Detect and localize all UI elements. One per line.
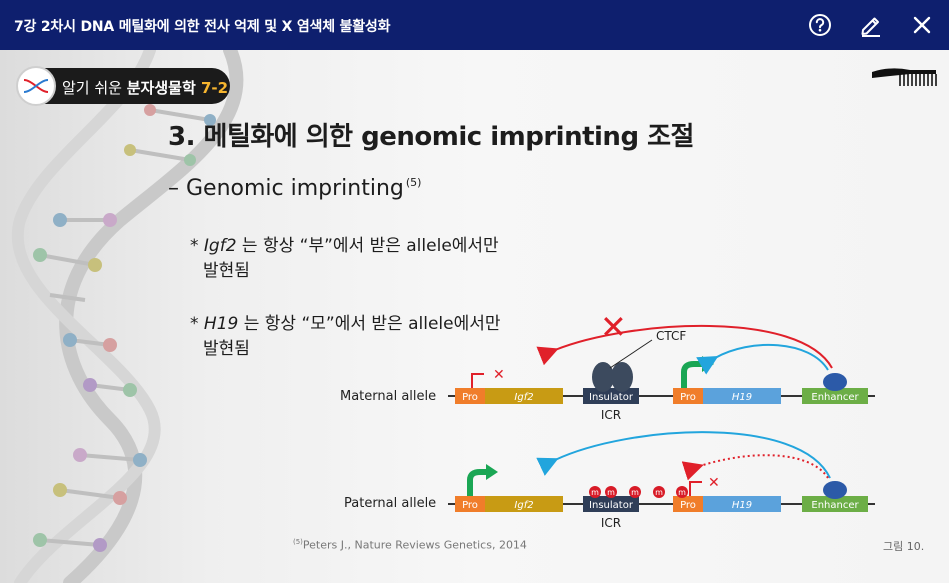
paternal-igf2-active-arrow: [467, 469, 488, 496]
maternal-h19-pro-label: Pro: [680, 392, 696, 403]
maternal-pro-box: [455, 388, 485, 404]
enhancer-to-igf2-arc: [536, 431, 831, 479]
bullet-text: 는 항상 “부”에서 받은 allele에서만: [236, 236, 499, 256]
help-button[interactable]: [806, 11, 834, 39]
enhancer-to-h19-arc: [696, 343, 829, 375]
maternal-h19-box: [703, 388, 781, 404]
methyl-mark-label: m: [655, 488, 663, 497]
maternal-igf2-blocked-arrow: [471, 373, 484, 388]
green-arrowhead-icon: [486, 464, 498, 480]
course-title: 분자생물학: [126, 79, 201, 97]
maternal-icr-label: ICR: [601, 408, 621, 422]
paternal-igf2-box: [485, 496, 563, 512]
bullet-text-line2: 발현됨: [203, 339, 250, 359]
methyl-mark-label: m: [678, 488, 686, 497]
enhancer-to-h19-weak-arc: [681, 454, 829, 481]
subheading-text: – Genomic imprinting: [168, 176, 404, 201]
pencil-icon: [861, 17, 880, 37]
paternal-allele-label: Paternal allele: [344, 496, 436, 511]
bullet-star: *: [190, 236, 199, 256]
maternal-insulator-label: Insulator: [589, 392, 634, 403]
maternal-igf2-label: Igf2: [514, 392, 533, 403]
methyl-mark-label: m: [591, 488, 599, 497]
paternal-icr-label: ICR: [601, 516, 621, 530]
blocked-x-icon: ✕: [493, 367, 505, 383]
slide-heading: 3. 메틸화에 의한 genomic imprinting 조절: [168, 122, 694, 152]
maternal-enhancer-label: Enhancer: [811, 392, 859, 403]
ctcf-label: CTCF: [656, 329, 686, 343]
maternal-allele-label: Maternal allele: [340, 389, 436, 404]
gene-name: Igf2: [203, 236, 237, 256]
paternal-h19-pro-label: Pro: [680, 500, 696, 511]
dna-helix-illustration: [11, 50, 244, 583]
maternal-pro-label: Pro: [462, 392, 478, 403]
methyl-mark: [629, 486, 641, 498]
paternal-h19-label: H19: [732, 500, 752, 511]
citation-reference: (5): [293, 538, 303, 546]
methyl-mark-label: m: [607, 488, 615, 497]
paternal-pro-label: Pro: [462, 500, 478, 511]
green-arrowhead-icon: [702, 356, 714, 372]
paternal-enhancer-label: Enhancer: [811, 500, 859, 511]
imprinting-diagram: Maternal allele Pro Igf2 Insulator ICR P…: [340, 308, 875, 530]
enhancer-protein-icon: [823, 481, 847, 499]
bullet-text: 는 항상 “모”에서 받은 allele에서만: [238, 314, 501, 334]
bullet-igf2: * Igf2 는 항상 “부”에서 받은 allele에서만 발현됨: [190, 234, 499, 284]
window-title: 7강 2차시 DNA 메틸화에 의한 전사 억제 및 X 염색체 불활성화: [14, 19, 391, 35]
paternal-h19-blocked-arrow: [689, 481, 702, 496]
course-logo-icon: [16, 66, 56, 106]
paternal-enhancer-box: [802, 496, 868, 512]
course-prefix: 알기 쉬운: [62, 79, 127, 97]
bullet-text-line2: 발현됨: [203, 261, 250, 281]
bullet-h19: * H19 는 항상 “모”에서 받은 allele에서만 발현됨: [190, 312, 501, 362]
methylation-marks: m m m m m: [589, 486, 688, 498]
maternal-insulator-box: [583, 388, 639, 404]
gene-name: H19: [203, 314, 239, 334]
paternal-h19-box: [703, 496, 781, 512]
ctcf-pointer: [609, 339, 653, 369]
maternal-igf2-box: [485, 388, 563, 404]
paternal-pro-box: [455, 496, 485, 512]
citation: (5)Peters J., Nature Reviews Genetics, 2…: [293, 538, 527, 552]
enhancer-to-igf2-blocked-arc: [536, 325, 833, 369]
course-name: 알기 쉬운 분자생물학 7-2: [62, 77, 228, 98]
large-blocked-x-icon: ✕: [600, 308, 627, 346]
title-bar: 7강 2차시 DNA 메틸화에 의한 전사 억제 및 X 염색체 불활성화: [0, 0, 949, 50]
enhancer-protein-icon: [823, 373, 847, 391]
paternal-h19-pro-box: [673, 496, 703, 512]
publisher-logo-icon: [872, 68, 937, 86]
bullet-star: *: [190, 314, 199, 334]
slide-subheading: – Genomic imprinting(5): [168, 176, 421, 201]
methyl-mark: [605, 486, 617, 498]
methyl-mark-label: m: [631, 488, 639, 497]
paternal-insulator-label: Insulator: [589, 500, 634, 511]
lesson-number: 7-2: [200, 79, 229, 97]
maternal-h19-pro-box: [673, 388, 703, 404]
methyl-mark: [676, 486, 688, 498]
maternal-h19-label: H19: [732, 392, 752, 403]
subheading-reference: (5): [405, 176, 422, 189]
methyl-mark: [653, 486, 665, 498]
paternal-igf2-label: Igf2: [514, 500, 533, 511]
edit-button[interactable]: [857, 11, 885, 39]
question-circle-icon: [809, 14, 831, 36]
maternal-h19-active-arrow: [681, 361, 704, 388]
ctcf-protein-icon: [592, 362, 614, 392]
methyl-mark: [589, 486, 601, 498]
course-badge: 알기 쉬운 분자생물학 7-2: [16, 66, 230, 106]
blocked-x-icon: ✕: [708, 475, 720, 491]
slide-canvas: 알기 쉬운 분자생물학 7-2 3. 메틸화에 의한 genomic impri…: [0, 50, 949, 583]
citation-text: Peters J., Nature Reviews Genetics, 2014: [302, 538, 527, 552]
ctcf-protein-icon: [611, 362, 633, 392]
paternal-insulator-box: [583, 496, 639, 512]
figure-label: 그림 10.: [883, 540, 925, 553]
close-button[interactable]: [908, 11, 936, 39]
close-icon: [913, 16, 931, 34]
maternal-enhancer-box: [802, 388, 868, 404]
